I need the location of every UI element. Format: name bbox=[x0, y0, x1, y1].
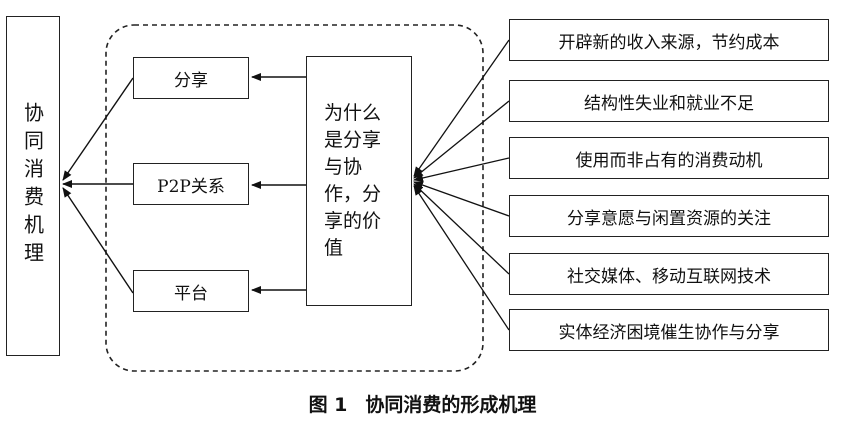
arrow-factor-1 bbox=[413, 39, 510, 177]
node-platform-label: 平台 bbox=[174, 283, 208, 304]
arrow-factor-3 bbox=[413, 157, 510, 182]
factor-label-4: 分享意愿与闲置资源的关注 bbox=[567, 208, 771, 229]
node-p2p: P2P关系 bbox=[133, 163, 249, 205]
arrow-share-to-mechanism bbox=[62, 77, 134, 181]
factor-box-5: 社交媒体、移动互联网技术 bbox=[509, 253, 829, 295]
factor-label-2: 结构性失业和就业不足 bbox=[584, 93, 754, 114]
factor-box-6: 实体经济困境催生协作与分享 bbox=[509, 309, 829, 351]
dashed-group-boundary bbox=[105, 24, 484, 372]
center-box: 为什么是分享与协作，分享的价值 bbox=[306, 56, 412, 306]
factor-label-5: 社交媒体、移动互联网技术 bbox=[567, 266, 771, 287]
figure-title: 协同消费的形成机理 bbox=[365, 394, 537, 416]
arrow-platform-to-mechanism bbox=[62, 187, 134, 294]
factor-box-2: 结构性失业和就业不足 bbox=[509, 80, 829, 122]
arrow-factor-4 bbox=[413, 181, 510, 217]
node-platform: 平台 bbox=[133, 270, 249, 312]
mechanism-label: 协同消费机理 bbox=[20, 102, 45, 270]
arrow-factor-2 bbox=[413, 100, 510, 179]
arrow-factor-5 bbox=[413, 183, 510, 275]
figure-caption: 图 1 协同消费的形成机理 bbox=[0, 390, 845, 417]
factor-box-1: 开辟新的收入来源，节约成本 bbox=[509, 19, 829, 61]
figure-number: 图 1 bbox=[308, 394, 348, 416]
factor-box-4: 分享意愿与闲置资源的关注 bbox=[509, 195, 829, 237]
factor-label-1: 开辟新的收入来源，节约成本 bbox=[558, 32, 780, 53]
node-share-label: 分享 bbox=[174, 70, 208, 91]
factor-box-3: 使用而非占有的消费动机 bbox=[509, 137, 829, 179]
node-p2p-label: P2P关系 bbox=[157, 176, 225, 197]
arrow-factor-6 bbox=[413, 185, 510, 331]
factor-label-6: 实体经济困境催生协作与分享 bbox=[558, 322, 780, 343]
node-share: 分享 bbox=[133, 57, 249, 99]
mechanism-box: 协同消费机理 bbox=[6, 16, 60, 356]
center-label: 为什么是分享与协作，分享的价值 bbox=[324, 102, 382, 259]
factor-label-3: 使用而非占有的消费动机 bbox=[575, 150, 763, 171]
